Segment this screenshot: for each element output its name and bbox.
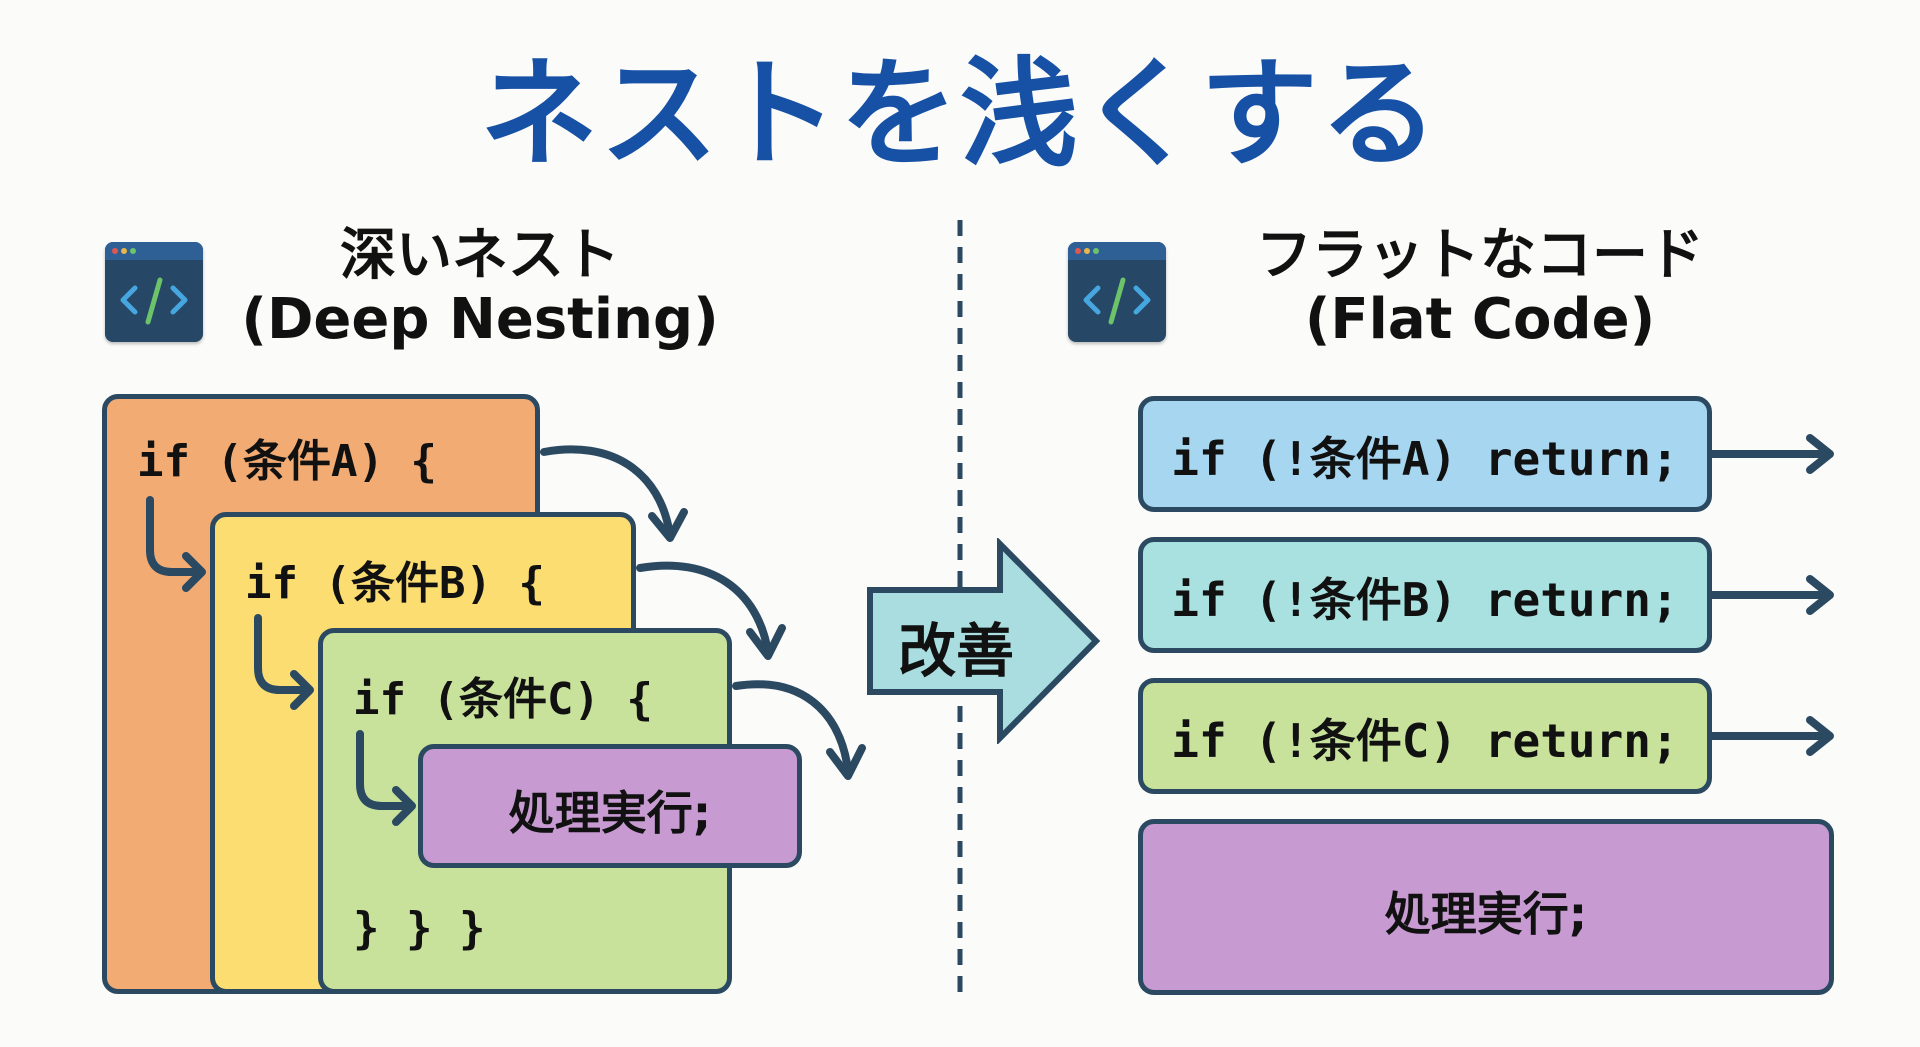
flat-action-label: 処理実行; [1384,887,1588,941]
curve-arrow-a [540,445,674,539]
hook-arrow-c [356,730,412,810]
nest-code-a: if (条件A) { [137,436,437,487]
flat-code-heading-en: (Flat Code) [1304,287,1656,352]
flat-action-block: 処理実行; [1138,819,1834,995]
deep-nesting-heading: 深いネスト (Deep Nesting) [220,224,740,352]
guard-block-a: if (!条件A) return; [1138,396,1712,512]
flat-code-heading: フラットなコード (Flat Code) [1180,224,1780,352]
nest-action-block: 処理実行; [418,744,802,868]
improvement-label: 改善 [898,617,1015,685]
code-window-icon [105,242,203,342]
deep-nesting-heading-en: (Deep Nesting) [241,287,719,352]
guard-code-a: if (!条件A) return; [1171,432,1679,486]
nest-code-c: if (条件C) { [353,674,653,725]
return-arrows [1712,434,1834,756]
guard-block-c: if (!条件C) return; [1138,678,1712,794]
nest-code-b: if (条件B) { [245,558,545,609]
deep-nesting-heading-jp: 深いネスト [340,223,620,288]
page-title: ネストを浅くする [479,45,1440,183]
curve-arrow-c [732,680,852,774]
guard-code-b: if (!条件B) return; [1171,573,1679,627]
flat-code-heading-jp: フラットなコード [1256,223,1704,288]
code-window-icon [1068,242,1166,342]
hook-arrow-a [146,496,202,576]
nest-action-label: 処理実行; [508,786,712,840]
guard-block-b: if (!条件B) return; [1138,537,1712,653]
closing-braces: } } } [353,903,486,954]
hook-arrow-b [254,614,310,694]
curve-arrow-b [636,561,772,656]
improvement-arrow [867,538,1101,744]
guard-code-c: if (!条件C) return; [1171,714,1679,768]
